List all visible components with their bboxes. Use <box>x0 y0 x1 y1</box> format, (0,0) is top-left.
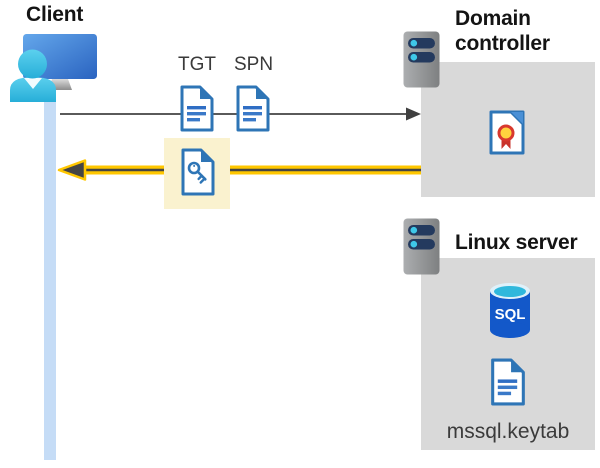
keytab-label: mssql.keytab <box>446 420 570 443</box>
certificate-icon <box>489 110 525 155</box>
spn-label: SPN <box>234 54 274 75</box>
sql-database-icon: SQL <box>490 283 530 338</box>
linux-server-label: Linux server <box>455 231 578 254</box>
keytab-document-icon <box>491 358 525 406</box>
key-document-icon <box>181 148 215 196</box>
request-arrowhead-icon <box>406 107 421 121</box>
user-icon <box>10 49 56 102</box>
domain-controller-label: Domain controller <box>455 7 550 55</box>
tgt-document-icon <box>180 85 214 132</box>
client-timeline-bar <box>44 84 56 460</box>
sql-badge-text: SQL <box>495 306 526 323</box>
request-arrow <box>60 107 421 121</box>
client-icon <box>10 34 97 102</box>
response-arrowhead-icon <box>57 159 87 181</box>
linux-server-icon <box>403 218 440 275</box>
domain-controller-server-icon <box>403 31 440 88</box>
client-label: Client <box>26 3 84 26</box>
tgt-label: TGT <box>178 54 216 75</box>
spn-document-icon <box>236 85 270 132</box>
response-arrow <box>57 159 421 181</box>
